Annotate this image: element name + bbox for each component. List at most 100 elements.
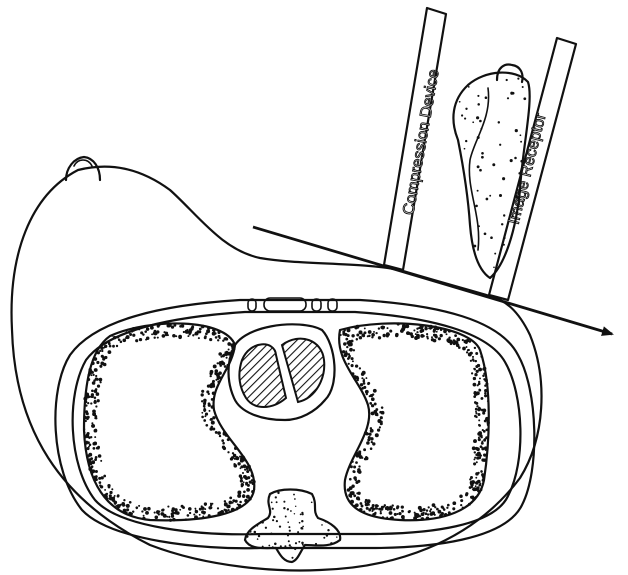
stipple-dot [481, 474, 483, 476]
stipple-dot [481, 447, 484, 450]
nipple-tip [74, 160, 92, 166]
stipple-dot [187, 335, 189, 337]
stipple-dot [274, 543, 277, 546]
stipple-dot [244, 499, 248, 503]
stipple-dot [146, 337, 149, 340]
stipple-dot [355, 376, 359, 380]
stipple-dot [224, 500, 226, 502]
stipple-dot [465, 140, 467, 142]
stipple-dot [485, 449, 487, 451]
stipple-dot [276, 501, 278, 503]
stipple-dot [484, 232, 487, 235]
stipple-dot [368, 508, 371, 511]
stipple-dot [217, 330, 219, 332]
stipple-dot [294, 513, 295, 514]
stipple-dot [213, 364, 217, 368]
stipple-dot [125, 330, 127, 332]
stipple-dot [183, 331, 185, 333]
stipple-dot [99, 484, 101, 486]
stipple-dot [297, 531, 299, 533]
stipple-dot [201, 390, 204, 393]
stipple-dot [219, 435, 221, 437]
stipple-dot [430, 326, 433, 329]
stipple-dot [349, 478, 352, 481]
stipple-dot [378, 336, 381, 339]
stipple-dot [388, 507, 392, 511]
stipple-dot [375, 433, 379, 437]
stipple-dot [246, 495, 250, 499]
stipple-dot [93, 357, 97, 361]
stipple-dot [195, 332, 199, 336]
stipple-dot [428, 506, 430, 508]
stipple-dot [361, 387, 364, 390]
stipple-dot [86, 434, 89, 437]
stipple-dot [199, 514, 201, 516]
stipple-dot [452, 507, 455, 510]
stipple-dot [239, 501, 242, 504]
stipple-dot [478, 368, 482, 372]
stipple-dot [83, 397, 87, 401]
stipple-dot [342, 331, 345, 334]
stipple-dot [193, 513, 195, 515]
stipple-dot [468, 503, 471, 506]
stipple-dot [481, 397, 483, 399]
stipple-dot [246, 535, 248, 537]
stipple-dot [473, 377, 476, 380]
stipple-dot [221, 439, 224, 442]
stipple-dot [472, 121, 474, 123]
stipple-dot [473, 439, 477, 443]
stipple-dot [432, 503, 436, 507]
stipple-dot [389, 330, 392, 333]
stipple-dot [458, 346, 461, 349]
stipple-dot [475, 352, 478, 355]
stipple-dot [209, 338, 212, 341]
stipple-dot [474, 451, 476, 453]
stipple-dot [218, 335, 221, 338]
stipple-dot [406, 331, 410, 335]
stipple-dot [251, 496, 253, 498]
stipple-dot [119, 504, 121, 506]
stipple-dot [420, 326, 424, 330]
stipple-dot [370, 427, 372, 429]
stipple-dot [485, 96, 488, 99]
stipple-dot [87, 395, 89, 397]
stipple-dot [95, 475, 97, 477]
stipple-dot [371, 404, 374, 407]
stipple-dot [87, 454, 90, 457]
stipple-dot [240, 479, 243, 482]
stipple-dot [416, 514, 420, 518]
stipple-dot [106, 495, 108, 497]
stipple-dot [473, 392, 475, 394]
stipple-dot [348, 355, 350, 357]
stipple-dot [478, 413, 481, 416]
stipple-dot [167, 506, 169, 508]
stipple-dot [470, 352, 473, 355]
stipple-dot [270, 533, 272, 535]
stipple-dot [379, 426, 381, 428]
stipple-dot [229, 497, 232, 500]
stipple-dot [154, 337, 156, 339]
stipple-dot [114, 495, 116, 497]
stipple-dot [365, 456, 368, 459]
stipple-dot [302, 526, 304, 528]
stipple-dot [378, 327, 380, 329]
stipple-dot [520, 134, 522, 136]
stipple-dot [446, 338, 450, 342]
stipple-dot [380, 512, 382, 514]
stipple-dot [223, 354, 226, 357]
stipple-dot [478, 456, 481, 459]
stipple-dot [474, 401, 477, 404]
stipple-dot [436, 508, 439, 511]
stipple-dot [95, 417, 97, 419]
stipple-dot [242, 472, 244, 474]
stipple-dot [211, 405, 215, 409]
stipple-dot [237, 494, 241, 498]
stipple-dot [85, 410, 88, 413]
stipple-dot [189, 512, 191, 514]
stipple-dot [383, 334, 386, 337]
stipple-dot [246, 470, 249, 473]
stipple-dot [166, 516, 168, 518]
stipple-dot [203, 405, 206, 408]
compression-device: Compression Device [384, 8, 446, 270]
stipple-dot [280, 545, 282, 547]
